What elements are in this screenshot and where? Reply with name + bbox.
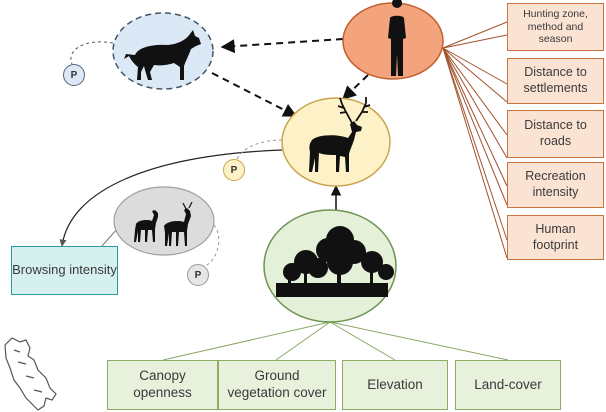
reddeer-p-link [235,139,283,163]
human-node [342,0,444,80]
human-factor-settlements: Distance to settlements [507,58,604,104]
habitat-factor-connectors [162,321,509,361]
human-factor-footprint: Human footprint [507,215,604,260]
human-silhouette-icon [388,0,406,76]
wolf-p-badge: P [63,64,85,86]
roe-deer-node [113,186,215,256]
human-factor-connectors [442,21,508,259]
roe-deer-pair-silhouette-icon [134,201,193,246]
human-factor-hunting: Hunting zone, method and season [507,3,604,51]
habitat-factor-canopy: Canopy openness [107,360,218,410]
forest-silhouette-icon [276,226,394,297]
wolf-p-link [70,41,114,65]
human-factor-roads: Distance to roads [507,110,604,158]
human-factor-recreation: Recreation intensity [507,162,604,208]
red-deer-p-badge: P [223,159,245,181]
reddeer-browsing-link [59,149,283,247]
habitat-factor-elevation: Elevation [342,360,448,410]
habitat-factor-land-cover: Land-cover [455,360,561,410]
roedeer-browsing-link [101,227,119,247]
browsing-intensity-box: Browsing intensity [11,246,118,295]
wolf-silhouette-icon [124,30,201,80]
roedeer-p-link [204,224,220,267]
roe-deer-ellipse [113,186,215,256]
wolf-human-link [220,38,344,54]
forest-node [263,209,397,323]
roe-deer-p-badge: P [187,264,209,286]
wolf-node [112,12,214,90]
wolf-reddeer-link [211,72,298,117]
study-area-outline-icon [4,337,57,411]
human-reddeer-link [341,74,369,100]
habitat-factor-ground-vegetation: Ground vegetation cover [218,360,336,410]
red-deer-silhouette-icon [309,97,371,172]
red-deer-node [281,97,391,187]
